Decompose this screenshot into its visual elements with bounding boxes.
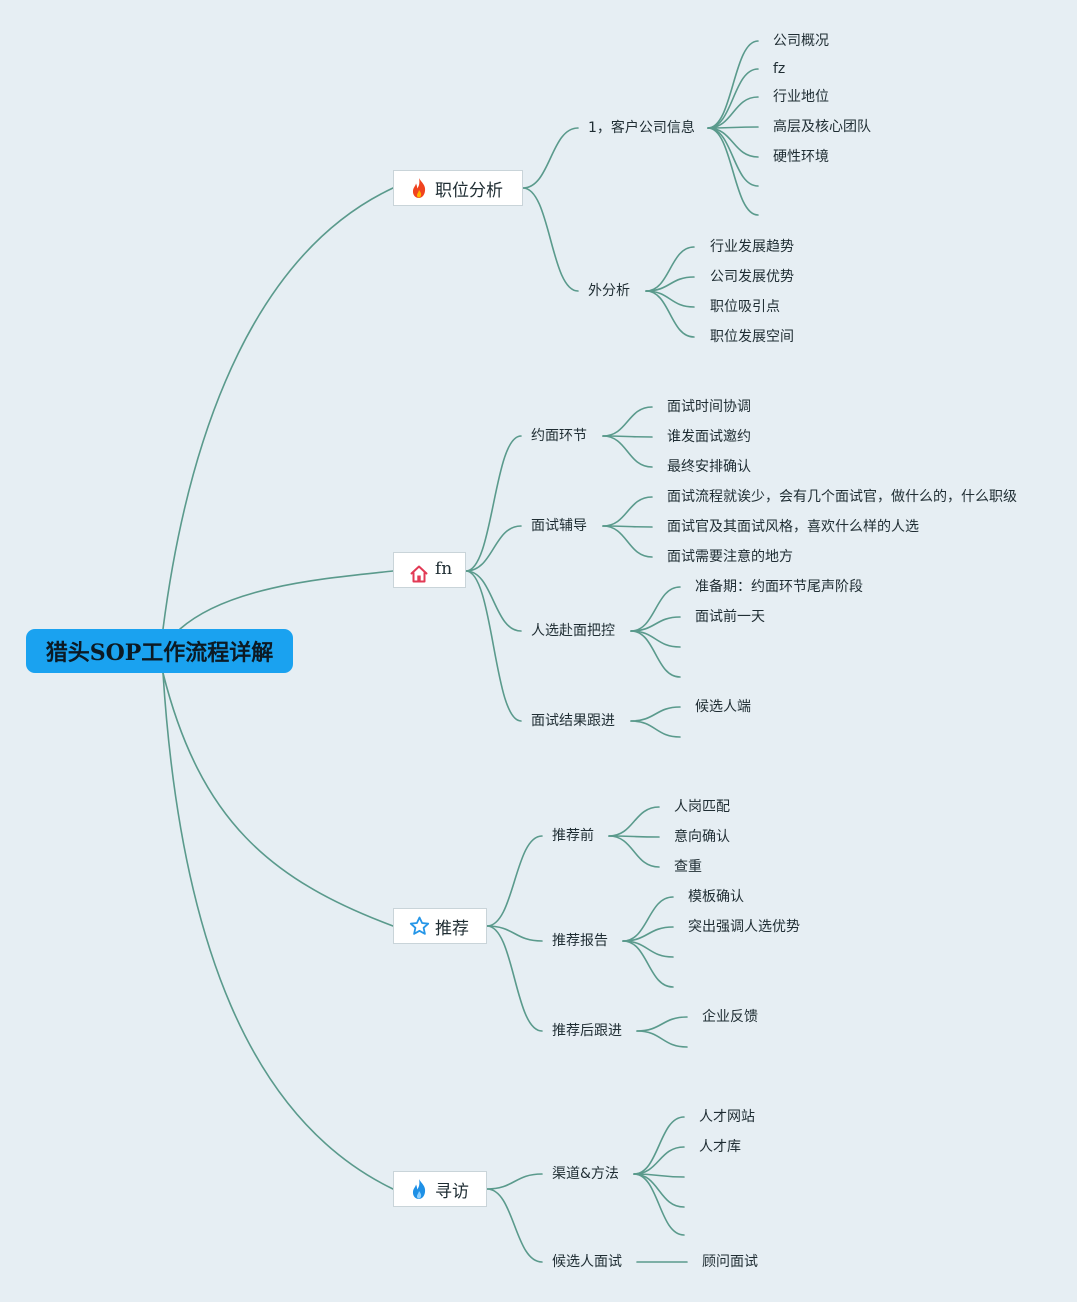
leaf-label[interactable]: 面试需要注意的地方 (667, 549, 793, 565)
leaf-link (636, 1016, 688, 1032)
leaf-link (602, 435, 653, 468)
leaf-label[interactable]: 面试流程就诶少，会有几个面试官，做什么的，什么职级 (667, 489, 1017, 505)
subtopic-label[interactable]: 面试结果跟进 (531, 713, 615, 729)
leaf-label[interactable]: 公司概况 (773, 33, 829, 49)
branch-label: 推荐 (435, 918, 469, 939)
leaf-label[interactable]: 模板确认 (688, 889, 744, 905)
leaf-link (707, 127, 759, 187)
leaf-link (636, 1030, 688, 1048)
leaf-label[interactable]: 人岗匹配 (674, 799, 730, 815)
flame-icon (408, 1178, 430, 1200)
leaf-label[interactable]: 准备期：约面环节尾声阶段 (695, 579, 863, 595)
branch-link (522, 187, 579, 292)
leaf-link (707, 68, 759, 129)
subtopic-label[interactable]: 推荐报告 (552, 933, 608, 949)
leaf-link (707, 40, 759, 129)
leaf-link (608, 806, 660, 837)
leaf-link (633, 1173, 685, 1236)
leaf-link (602, 525, 653, 558)
branch-fn[interactable]: fn (393, 552, 466, 588)
home-icon (408, 563, 430, 585)
leaf-label[interactable]: 候选人端 (695, 699, 751, 715)
branch-recommend[interactable]: 推荐 (393, 908, 487, 944)
leaf-link (633, 1116, 685, 1175)
leaf-label[interactable]: 面试时间协调 (667, 399, 751, 415)
leaf-link (622, 896, 674, 942)
leaf-label[interactable]: 突出强调人选优势 (688, 919, 800, 935)
root-link-job-analysis (162, 187, 394, 630)
leaf-link (645, 290, 695, 338)
fire-icon (408, 177, 430, 199)
root-link-recommend (162, 672, 394, 927)
leaf-link (608, 835, 660, 868)
leaf-link (622, 940, 674, 988)
leaf-label[interactable]: 行业发展趋势 (710, 239, 794, 255)
subtopic-label[interactable]: 约面环节 (531, 428, 587, 444)
leaf-label[interactable]: 企业反馈 (702, 1009, 758, 1025)
root-link-sourcing (162, 672, 394, 1190)
root-topic-label: 猎头SOP工作流程详解 (45, 640, 274, 666)
branch-link (522, 127, 579, 189)
branch-link (486, 925, 543, 1032)
leaf-link (707, 127, 759, 158)
leaf-label[interactable]: 公司发展优势 (710, 269, 794, 285)
branch-link (465, 525, 522, 572)
subtopic-label[interactable]: 1，客户公司信息 (588, 120, 695, 136)
leaf-link (630, 720, 681, 738)
leaf-label[interactable]: 最终安排确认 (667, 459, 751, 475)
leaf-link (602, 406, 653, 437)
leaf-label[interactable]: 谁发面试邀约 (667, 429, 751, 445)
leaf-label[interactable]: 意向确认 (674, 829, 730, 845)
leaf-label[interactable]: 硬性环境 (773, 149, 829, 165)
leaf-link (602, 496, 653, 527)
leaf-link (707, 127, 759, 216)
leaf-link (630, 630, 681, 678)
leaf-label[interactable]: 人才网站 (699, 1109, 755, 1125)
leaf-link (630, 586, 681, 632)
branch-link (465, 435, 522, 572)
branch-job-analysis[interactable]: 职位分析 (393, 170, 523, 206)
leaf-label[interactable]: 职位发展空间 (710, 329, 794, 345)
subtopic-label[interactable]: 面试辅导 (531, 518, 587, 534)
branch-label: 职位分析 (435, 180, 503, 201)
leaf-link (633, 1146, 685, 1175)
subtopic-label[interactable]: 推荐前 (552, 828, 594, 844)
leaf-label[interactable]: 人才库 (699, 1139, 741, 1155)
leaf-link (645, 246, 695, 292)
leaf-label[interactable]: 查重 (674, 859, 702, 875)
branch-label: fn (435, 559, 453, 579)
branch-link (465, 570, 522, 722)
subtopic-label[interactable]: 外分析 (588, 283, 630, 299)
leaf-label[interactable]: fz (773, 61, 786, 77)
branch-sourcing[interactable]: 寻访 (393, 1171, 487, 1207)
root-link-fn (179, 570, 394, 630)
leaf-label[interactable]: 职位吸引点 (710, 299, 780, 315)
branch-link (486, 835, 543, 927)
subtopic-label[interactable]: 渠道&方法 (552, 1166, 619, 1182)
branch-label: 寻访 (435, 1181, 469, 1202)
leaf-label[interactable]: 面试官及其面试风格，喜欢什么样的人选 (667, 519, 919, 535)
subtopic-label[interactable]: 推荐后跟进 (552, 1023, 622, 1039)
branch-link (486, 1173, 543, 1190)
subtopic-label[interactable]: 候选人面试 (552, 1254, 622, 1270)
leaf-label[interactable]: 顾问面试 (702, 1254, 758, 1270)
branch-link (486, 1188, 543, 1263)
leaf-label[interactable]: 行业地位 (773, 89, 829, 105)
root-topic[interactable]: 猎头SOP工作流程详解 (26, 629, 293, 673)
branch-link (486, 925, 543, 942)
leaf-link (630, 706, 681, 722)
star-icon (408, 915, 430, 937)
branch-link (465, 570, 522, 632)
leaf-label[interactable]: 面试前一天 (695, 609, 765, 625)
leaf-link (707, 96, 759, 129)
leaf-link (633, 1173, 685, 1208)
subtopic-label[interactable]: 人选赴面把控 (531, 623, 615, 639)
leaf-label[interactable]: 高层及核心团队 (773, 119, 871, 135)
